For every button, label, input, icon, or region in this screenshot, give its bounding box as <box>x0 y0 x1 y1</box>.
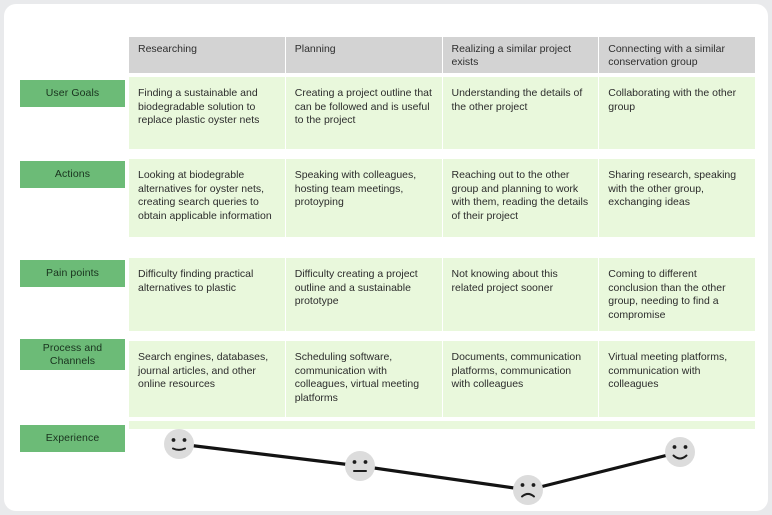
row-label-actions: Actions <box>20 161 125 188</box>
face-eye-right <box>182 438 187 442</box>
row-user-goals: Finding a sustainable and biodegradable … <box>129 77 755 149</box>
row-pain-points: Difficulty finding practical alternative… <box>129 258 755 331</box>
slight-smile-face-icon <box>164 429 194 459</box>
experience-line-chart <box>164 429 695 505</box>
cell-user-goals-connecting: Collaborating with the other group <box>608 87 737 113</box>
stage-header-label: Realizing a similar project exists <box>451 43 572 68</box>
neutral-face-icon <box>345 451 375 481</box>
cell-actions-realizing: Reaching out to the other group and plan… <box>443 159 600 237</box>
cell-user-goals-planning: Creating a project outline that can be f… <box>286 77 443 149</box>
experience-point-realizing[interactable] <box>513 475 543 505</box>
cell-pain-points-researching: Difficulty finding practical alternative… <box>129 258 286 331</box>
row-label-text: Actions <box>54 168 91 180</box>
cell-actions-researching: Looking at biodegrable alternatives for … <box>129 159 286 237</box>
cell-actions-connecting: Sharing research, speaking with the othe… <box>608 169 737 208</box>
stage-header-realizing: Realizing a similar project exists <box>443 37 600 73</box>
face-eye-left <box>171 438 176 442</box>
experience-trend-line <box>178 442 681 492</box>
stage-header-researching: Researching <box>129 37 286 73</box>
cell-pain-points-connecting: Coming to different conclusion than the … <box>608 268 726 321</box>
row-label-text: Process and Channels <box>42 341 103 367</box>
sad-face-icon <box>513 475 543 505</box>
face-mouth-slight-smile <box>172 447 186 451</box>
row-label-process-and-channels: Process and Channels <box>20 339 125 370</box>
face-eye-left <box>672 445 677 449</box>
cell-process-realizing: Documents, communication platforms, comm… <box>443 341 600 417</box>
happy-face-icon <box>665 437 695 467</box>
row-label-user-goals: User Goals <box>20 80 125 107</box>
face-eye-right <box>363 460 368 464</box>
experience-point-connecting[interactable] <box>665 437 695 467</box>
row-label-text: User Goals <box>45 87 100 99</box>
stage-header-label: Researching <box>138 43 197 55</box>
row-label-experience: Experience <box>20 425 125 452</box>
cell-actions-planning: Speaking with colleagues, hosting team m… <box>286 159 443 237</box>
face-eye-right <box>683 445 688 449</box>
cell-pain-points-planning: Difficulty creating a project outline an… <box>286 258 443 331</box>
stage-header-label: Planning <box>294 43 336 55</box>
face-eye-left <box>352 460 357 464</box>
experience-point-planning[interactable] <box>345 451 375 481</box>
cell-user-goals-realizing: Understanding the details of the other p… <box>443 77 600 149</box>
row-actions: Looking at biodegrable alternatives for … <box>129 159 755 237</box>
experience-band <box>129 421 755 429</box>
cell-process-researching: Search engines, databases, journal artic… <box>129 341 286 417</box>
face-eye-right <box>531 483 536 487</box>
cell-user-goals-researching: Finding a sustainable and biodegradable … <box>129 77 286 149</box>
stage-header-connecting: Connecting with a similar conservation g… <box>599 37 755 73</box>
face-mouth-smile <box>672 454 688 460</box>
stage-header-row: Researching Planning Realizing a similar… <box>129 37 755 73</box>
stage-header-label: Connecting with a similar conservation g… <box>608 43 725 68</box>
journey-map-canvas: Researching Planning Realizing a similar… <box>4 4 768 511</box>
experience-chart <box>129 416 755 511</box>
row-label-text: Pain points <box>45 267 100 279</box>
cell-process-connecting: Virtual meeting platforms, communication… <box>608 351 728 390</box>
cell-process-planning: Scheduling software, communication with … <box>286 341 443 417</box>
row-label-text: Experience <box>45 432 100 444</box>
row-process-and-channels: Search engines, databases, journal artic… <box>129 341 755 417</box>
face-mouth-frown <box>521 492 535 498</box>
experience-point-researching[interactable] <box>164 429 194 459</box>
face-eye-left <box>520 483 525 487</box>
cell-pain-points-realizing: Not knowing about this related project s… <box>443 258 600 331</box>
row-label-pain-points: Pain points <box>20 260 125 287</box>
stage-header-planning: Planning <box>286 37 443 73</box>
journey-map: Researching Planning Realizing a similar… <box>4 4 768 511</box>
